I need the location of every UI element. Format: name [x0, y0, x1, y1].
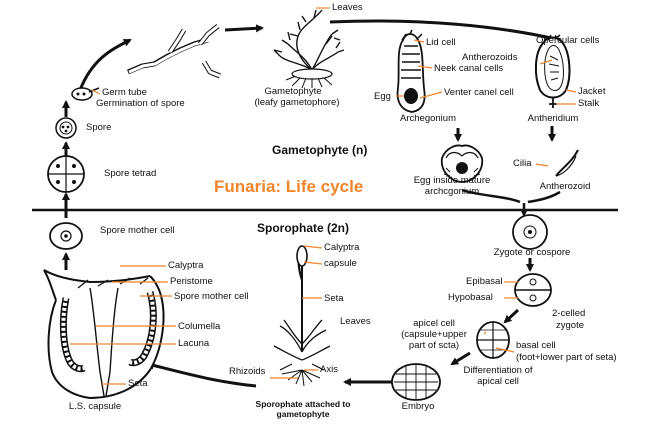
label-spore-mother-cell-caps: Spore mother cell — [174, 291, 249, 302]
label-germ-tube: Germ tube — [102, 87, 147, 98]
protonema-drawing — [127, 24, 221, 79]
diagram-title: Funaria: Life cycle — [214, 177, 364, 196]
arrow-gametophyte-to-sex-organs — [329, 19, 562, 43]
label-leaves-top: Leaves — [332, 2, 363, 13]
label-two-celled-1: 2-celled — [552, 308, 586, 319]
two-celled-zygote-drawing — [514, 273, 552, 307]
label-antheridium: Antheridium — [527, 113, 579, 124]
label-columella: Columella — [178, 321, 221, 332]
antherozoid-drawing — [555, 149, 579, 177]
leafy-gametophyte-drawing — [273, 9, 345, 89]
caption-sporophyte-2: gametophyte — [276, 409, 330, 419]
label-calyptra-left: Calyptra — [168, 260, 204, 271]
arrow-protonema-to-gametophyte — [224, 24, 264, 33]
section-gametophyte: Gametophyte (n) — [272, 143, 368, 157]
label-axis: Axis — [320, 364, 338, 375]
label-diff-1: Differentiation of — [463, 365, 533, 376]
label-seta-mid: Seta — [324, 293, 344, 304]
label-lacuna: Lacuna — [178, 338, 210, 349]
label-opercular-cells: Opercular cells — [536, 35, 600, 46]
label-antherozoids: Antherozoids — [462, 52, 518, 63]
label-embryo: Embryo — [401, 401, 435, 412]
label-leaves-mid: Leaves — [340, 316, 371, 327]
label-apical-1: apicel cell — [413, 318, 455, 329]
caption-sporophyte-1: Sporophate attached to — [255, 399, 351, 409]
label-venter-canal-cell: Venter canel cell — [444, 87, 514, 98]
arrow-egg-to-zygote — [461, 188, 521, 204]
label-basal-1: basal cell — [516, 340, 556, 351]
section-sporophyte: Sporophate (2n) — [257, 221, 349, 235]
label-spore-mother-cell: Spore mother cell — [100, 225, 175, 236]
label-epibasal: Epibasal — [466, 276, 503, 287]
sporophyte-attached-drawing — [273, 245, 331, 387]
label-ls-capsule: L.S. capsule — [68, 401, 122, 412]
label-lid-cell: Lid cell — [426, 37, 456, 48]
label-egg-inside-2: archcgonium — [424, 186, 480, 197]
label-gametophyte: Gametophyte — [264, 86, 322, 97]
ls-capsule-drawing — [43, 269, 165, 400]
label-zygote: Zygote or cospore — [493, 247, 571, 258]
label-cilia: Cilia — [513, 158, 532, 169]
label-spore: Spore — [86, 122, 112, 133]
label-diff-2: apical cell — [477, 376, 519, 387]
label-archegonium: Archegonium — [400, 113, 456, 124]
arrow-germination-to-protonema — [78, 38, 132, 91]
label-leafy-gametophore: (leafy gametophore) — [254, 97, 340, 108]
label-stalk: Stalk — [578, 98, 600, 109]
arrow-division-to-embryo — [450, 351, 471, 366]
label-seta-left: Seta — [128, 378, 148, 389]
spore-mother-cell-drawing — [49, 222, 83, 250]
label-apical-2: (capsule+upper — [401, 329, 467, 340]
label-hypobasal: Hypobasal — [448, 292, 493, 303]
embryo-drawing — [391, 363, 441, 401]
label-two-celled-2: zygote — [556, 320, 584, 331]
spore-tetrad-drawing — [47, 155, 85, 193]
label-antherozoid: Antherozoid — [539, 181, 591, 192]
label-jacket: Jacket — [578, 86, 606, 97]
label-peristome: Peristome — [170, 276, 213, 287]
label-leaders — [70, 7, 577, 385]
label-egg-inside-1: Egg inside mature — [413, 175, 491, 186]
archegonium-drawing — [396, 29, 426, 113]
spore-drawing — [55, 117, 77, 139]
label-calyptra-mid: Calyptra — [324, 242, 360, 253]
egg-inside-archegonium-drawing — [440, 144, 484, 183]
label-rhizoids: Rhizoids — [229, 366, 266, 377]
antheridium-drawing — [534, 34, 571, 108]
apical-basal-cells-drawing — [476, 321, 510, 359]
label-capsule-mid: capsule — [324, 258, 357, 269]
label-neck-canal-cells: Neek canal cells — [434, 63, 504, 74]
arrow-2celled-to-division — [503, 308, 520, 324]
germinating-spore-drawing — [71, 87, 100, 101]
label-egg: Egg — [374, 91, 391, 102]
label-germination: Germination of spore — [96, 98, 185, 109]
label-apical-3: part of scta) — [408, 340, 460, 351]
label-basal-2: (foot+lower part of seta) — [516, 352, 617, 363]
zygote-drawing — [512, 214, 548, 250]
arrow-antherozoid-to-zygote — [527, 190, 561, 204]
label-spore-tetrad: Spore tetrad — [104, 168, 157, 179]
arrow-sporophyte-to-capsule — [146, 361, 257, 388]
